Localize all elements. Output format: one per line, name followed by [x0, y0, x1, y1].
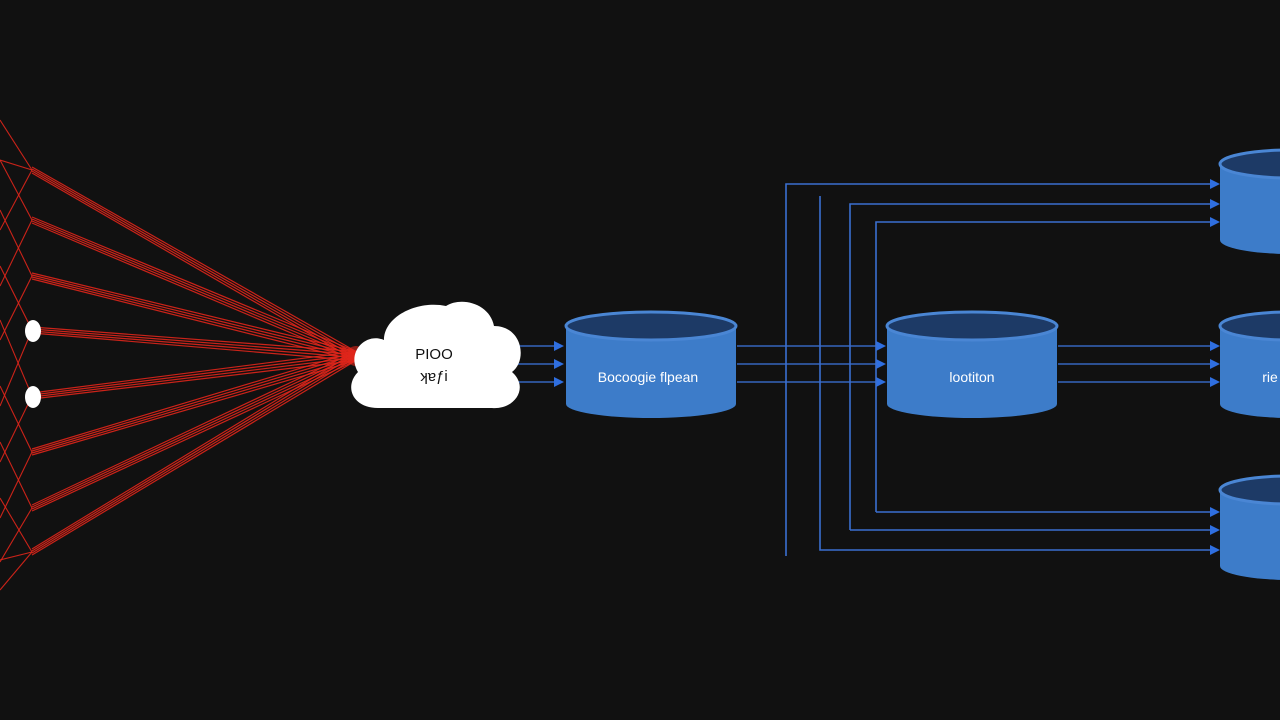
fan-line — [31, 168, 357, 356]
flow-branch-top — [849, 199, 1220, 530]
fan-line — [31, 359, 357, 512]
fan-line — [31, 356, 357, 398]
database-second-body — [887, 326, 1057, 418]
database-top-right-body — [1220, 164, 1280, 254]
database-first[interactable]: Bocoogie flpean — [564, 310, 738, 418]
fan-line — [31, 356, 357, 554]
database-first-label: Bocoogie flpean — [598, 369, 698, 385]
source-node — [25, 320, 41, 342]
database-bottom-right-body — [1220, 490, 1280, 580]
fan-line — [31, 276, 357, 359]
cloud-shape — [351, 301, 521, 409]
database-top-right[interactable] — [1218, 148, 1280, 254]
fan-line — [31, 220, 357, 359]
database-second-top — [885, 310, 1059, 342]
flow-branch-top — [785, 179, 1220, 556]
fan-line — [31, 353, 357, 508]
flow-branch-top — [875, 217, 1220, 512]
fan-cross-line — [0, 209, 33, 277]
fan-line — [31, 353, 357, 396]
fan-line — [31, 272, 357, 353]
fan-line — [31, 350, 357, 506]
database-first-body — [566, 326, 736, 418]
fan-cross-line — [0, 275, 33, 341]
fan-line — [31, 332, 357, 362]
fan-in-lines — [0, 119, 366, 591]
fan-cross-line — [0, 451, 33, 519]
fan-line — [31, 328, 357, 356]
fan-cross-line — [0, 265, 33, 331]
database-top-right-top — [1218, 148, 1280, 180]
fan-line — [31, 356, 357, 454]
flow-branch-bottom — [819, 196, 1220, 555]
fan-line — [31, 359, 357, 400]
flow-lines — [510, 179, 1220, 556]
database-bottom-right[interactable] — [1218, 474, 1280, 580]
fan-line — [31, 326, 357, 353]
fan-line — [31, 350, 357, 550]
fan-cross-line — [0, 395, 33, 463]
fan-line — [31, 216, 357, 353]
fan-cross-line — [0, 385, 33, 453]
cloud-label-line2: ʞɐƒi — [420, 368, 448, 385]
fan-line — [31, 353, 357, 452]
fan-line — [31, 356, 357, 510]
fan-line — [31, 218, 357, 356]
fan-cross-line — [0, 319, 33, 397]
fan-line — [31, 359, 357, 456]
fan-cross-line — [0, 551, 33, 591]
fan-cross-line — [0, 159, 33, 221]
fan-cross-line — [0, 507, 33, 563]
source-node — [25, 386, 41, 408]
fan-line — [31, 330, 357, 359]
cloud-label-line1: PIOO — [415, 346, 453, 363]
database-first-top — [564, 310, 738, 342]
fan-cross-line — [0, 159, 33, 171]
fan-cross-line — [0, 219, 33, 287]
fan-line — [31, 350, 357, 394]
database-second-label: lootiton — [949, 369, 994, 385]
fan-cross-line — [0, 329, 33, 407]
fan-line — [31, 359, 357, 556]
fan-line — [31, 166, 357, 353]
fan-cross-line — [0, 551, 33, 561]
fan-line — [31, 350, 357, 450]
fan-cross-line — [0, 497, 33, 553]
fan-line — [31, 353, 357, 552]
database-middle-right[interactable]: rie — [1218, 310, 1280, 418]
fan-cross-line — [0, 441, 33, 509]
database-second[interactable]: lootiton — [885, 310, 1059, 418]
cloud-node[interactable]: PIOO ʞɐƒi — [351, 301, 521, 409]
database-bottom-right-top — [1218, 474, 1280, 506]
fan-line — [31, 274, 357, 356]
fan-cross-line — [0, 119, 33, 171]
fan-line — [31, 170, 357, 359]
fan-line — [31, 222, 357, 362]
database-middle-right-label: rie — [1262, 369, 1278, 385]
database-middle-right-body — [1220, 326, 1280, 418]
database-middle-right-top — [1218, 310, 1280, 342]
